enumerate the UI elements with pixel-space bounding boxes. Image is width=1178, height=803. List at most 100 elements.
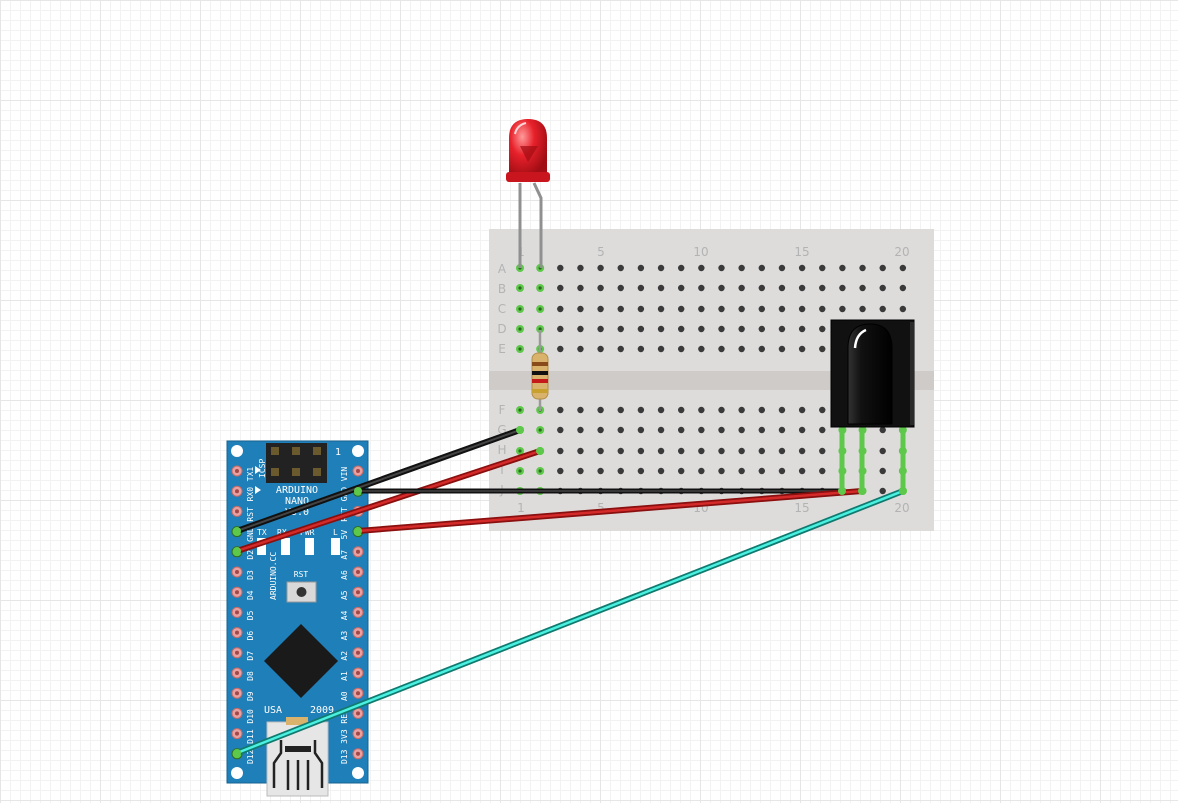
breadboard-hole[interactable] xyxy=(778,305,786,313)
breadboard-hole[interactable] xyxy=(798,325,806,333)
breadboard-hole[interactable] xyxy=(557,467,564,475)
breadboard-hole[interactable] xyxy=(859,264,866,272)
breadboard-hole[interactable] xyxy=(577,406,584,414)
breadboard-hole[interactable] xyxy=(738,325,745,333)
breadboard-hole[interactable] xyxy=(738,264,745,272)
breadboard-hole[interactable] xyxy=(738,284,745,292)
breadboard-hole[interactable] xyxy=(879,426,886,434)
breadboard-hole[interactable] xyxy=(758,264,765,272)
breadboard-hole[interactable] xyxy=(657,406,665,414)
breadboard-hole[interactable] xyxy=(758,325,765,333)
breadboard-hole[interactable] xyxy=(738,406,745,414)
breadboard-hole[interactable] xyxy=(778,467,786,475)
breadboard-hole[interactable] xyxy=(617,264,624,272)
breadboard-hole[interactable] xyxy=(698,305,705,313)
breadboard-hole[interactable] xyxy=(899,264,907,272)
breadboard-hole[interactable] xyxy=(557,426,564,434)
breadboard-hole[interactable] xyxy=(657,447,665,455)
breadboard-hole[interactable] xyxy=(879,305,886,313)
breadboard-hole[interactable] xyxy=(778,447,786,455)
breadboard-hole[interactable] xyxy=(557,325,564,333)
breadboard-hole[interactable] xyxy=(678,467,685,475)
breadboard-hole[interactable] xyxy=(798,264,806,272)
breadboard-hole[interactable] xyxy=(698,467,705,475)
breadboard-hole[interactable] xyxy=(738,426,745,434)
breadboard-hole[interactable] xyxy=(879,447,886,455)
breadboard-hole[interactable] xyxy=(738,447,745,455)
wires[interactable] xyxy=(233,426,907,757)
breadboard-hole[interactable] xyxy=(678,284,685,292)
breadboard-hole[interactable] xyxy=(798,426,806,434)
breadboard-hole[interactable] xyxy=(597,264,604,272)
breadboard-hole[interactable] xyxy=(778,406,786,414)
breadboard-hole[interactable] xyxy=(577,305,584,313)
resistor[interactable] xyxy=(531,330,549,411)
breadboard-hole[interactable] xyxy=(657,467,665,475)
breadboard-hole[interactable] xyxy=(557,264,564,272)
breadboard-hole[interactable] xyxy=(597,406,604,414)
breadboard-hole[interactable] xyxy=(678,345,685,353)
breadboard-hole[interactable] xyxy=(597,426,604,434)
breadboard-hole[interactable] xyxy=(798,305,806,313)
breadboard-hole[interactable] xyxy=(738,467,745,475)
breadboard-hole[interactable] xyxy=(657,284,665,292)
red-led[interactable] xyxy=(506,119,550,268)
breadboard-hole[interactable] xyxy=(698,264,705,272)
breadboard-hole[interactable] xyxy=(617,284,624,292)
breadboard-hole[interactable] xyxy=(597,305,604,313)
breadboard-hole[interactable] xyxy=(577,426,584,434)
breadboard-hole[interactable] xyxy=(637,284,645,292)
breadboard-hole[interactable] xyxy=(778,426,786,434)
breadboard-hole[interactable] xyxy=(597,447,604,455)
breadboard-hole[interactable] xyxy=(577,325,584,333)
breadboard-hole[interactable] xyxy=(698,345,705,353)
breadboard-hole[interactable] xyxy=(637,264,645,272)
breadboard-hole[interactable] xyxy=(718,447,725,455)
breadboard-hole[interactable] xyxy=(798,467,806,475)
breadboard-hole[interactable] xyxy=(557,305,564,313)
breadboard-hole[interactable] xyxy=(758,406,765,414)
breadboard-hole[interactable] xyxy=(557,284,564,292)
breadboard-hole[interactable] xyxy=(879,264,886,272)
breadboard-hole[interactable] xyxy=(839,284,846,292)
breadboard-hole[interactable] xyxy=(657,325,665,333)
breadboard-hole[interactable] xyxy=(718,345,725,353)
breadboard-hole[interactable] xyxy=(839,305,846,313)
breadboard-hole[interactable] xyxy=(597,467,604,475)
breadboard-hole[interactable] xyxy=(597,345,604,353)
breadboard-hole[interactable] xyxy=(798,345,806,353)
breadboard-hole[interactable] xyxy=(637,426,645,434)
breadboard-hole[interactable] xyxy=(698,406,705,414)
breadboard-hole[interactable] xyxy=(718,426,725,434)
breadboard-hole[interactable] xyxy=(637,345,645,353)
breadboard-hole[interactable] xyxy=(758,426,765,434)
breadboard-hole[interactable] xyxy=(678,305,685,313)
breadboard-hole[interactable] xyxy=(819,447,826,455)
breadboard-hole[interactable] xyxy=(617,406,624,414)
breadboard-hole[interactable] xyxy=(678,426,685,434)
breadboard-hole[interactable] xyxy=(617,325,624,333)
breadboard-hole[interactable] xyxy=(819,467,826,475)
breadboard-hole[interactable] xyxy=(718,284,725,292)
breadboard-hole[interactable] xyxy=(859,305,866,313)
breadboard-hole[interactable] xyxy=(819,305,826,313)
breadboard-hole[interactable] xyxy=(778,345,786,353)
breadboard-hole[interactable] xyxy=(657,345,665,353)
breadboard-hole[interactable] xyxy=(637,325,645,333)
breadboard-hole[interactable] xyxy=(819,284,826,292)
breadboard-hole[interactable] xyxy=(839,264,846,272)
breadboard-hole[interactable] xyxy=(879,284,886,292)
breadboard-hole[interactable] xyxy=(637,305,645,313)
breadboard-hole[interactable] xyxy=(597,284,604,292)
breadboard-hole[interactable] xyxy=(738,305,745,313)
ir-receiver-sensor[interactable] xyxy=(830,319,915,490)
breadboard-hole[interactable] xyxy=(798,447,806,455)
breadboard-hole[interactable] xyxy=(617,447,624,455)
breadboard-hole[interactable] xyxy=(758,305,765,313)
breadboard-hole[interactable] xyxy=(819,325,826,333)
breadboard-hole[interactable] xyxy=(899,284,907,292)
breadboard-hole[interactable] xyxy=(637,406,645,414)
breadboard-hole[interactable] xyxy=(698,284,705,292)
breadboard-hole[interactable] xyxy=(738,345,745,353)
breadboard-hole[interactable] xyxy=(698,426,705,434)
